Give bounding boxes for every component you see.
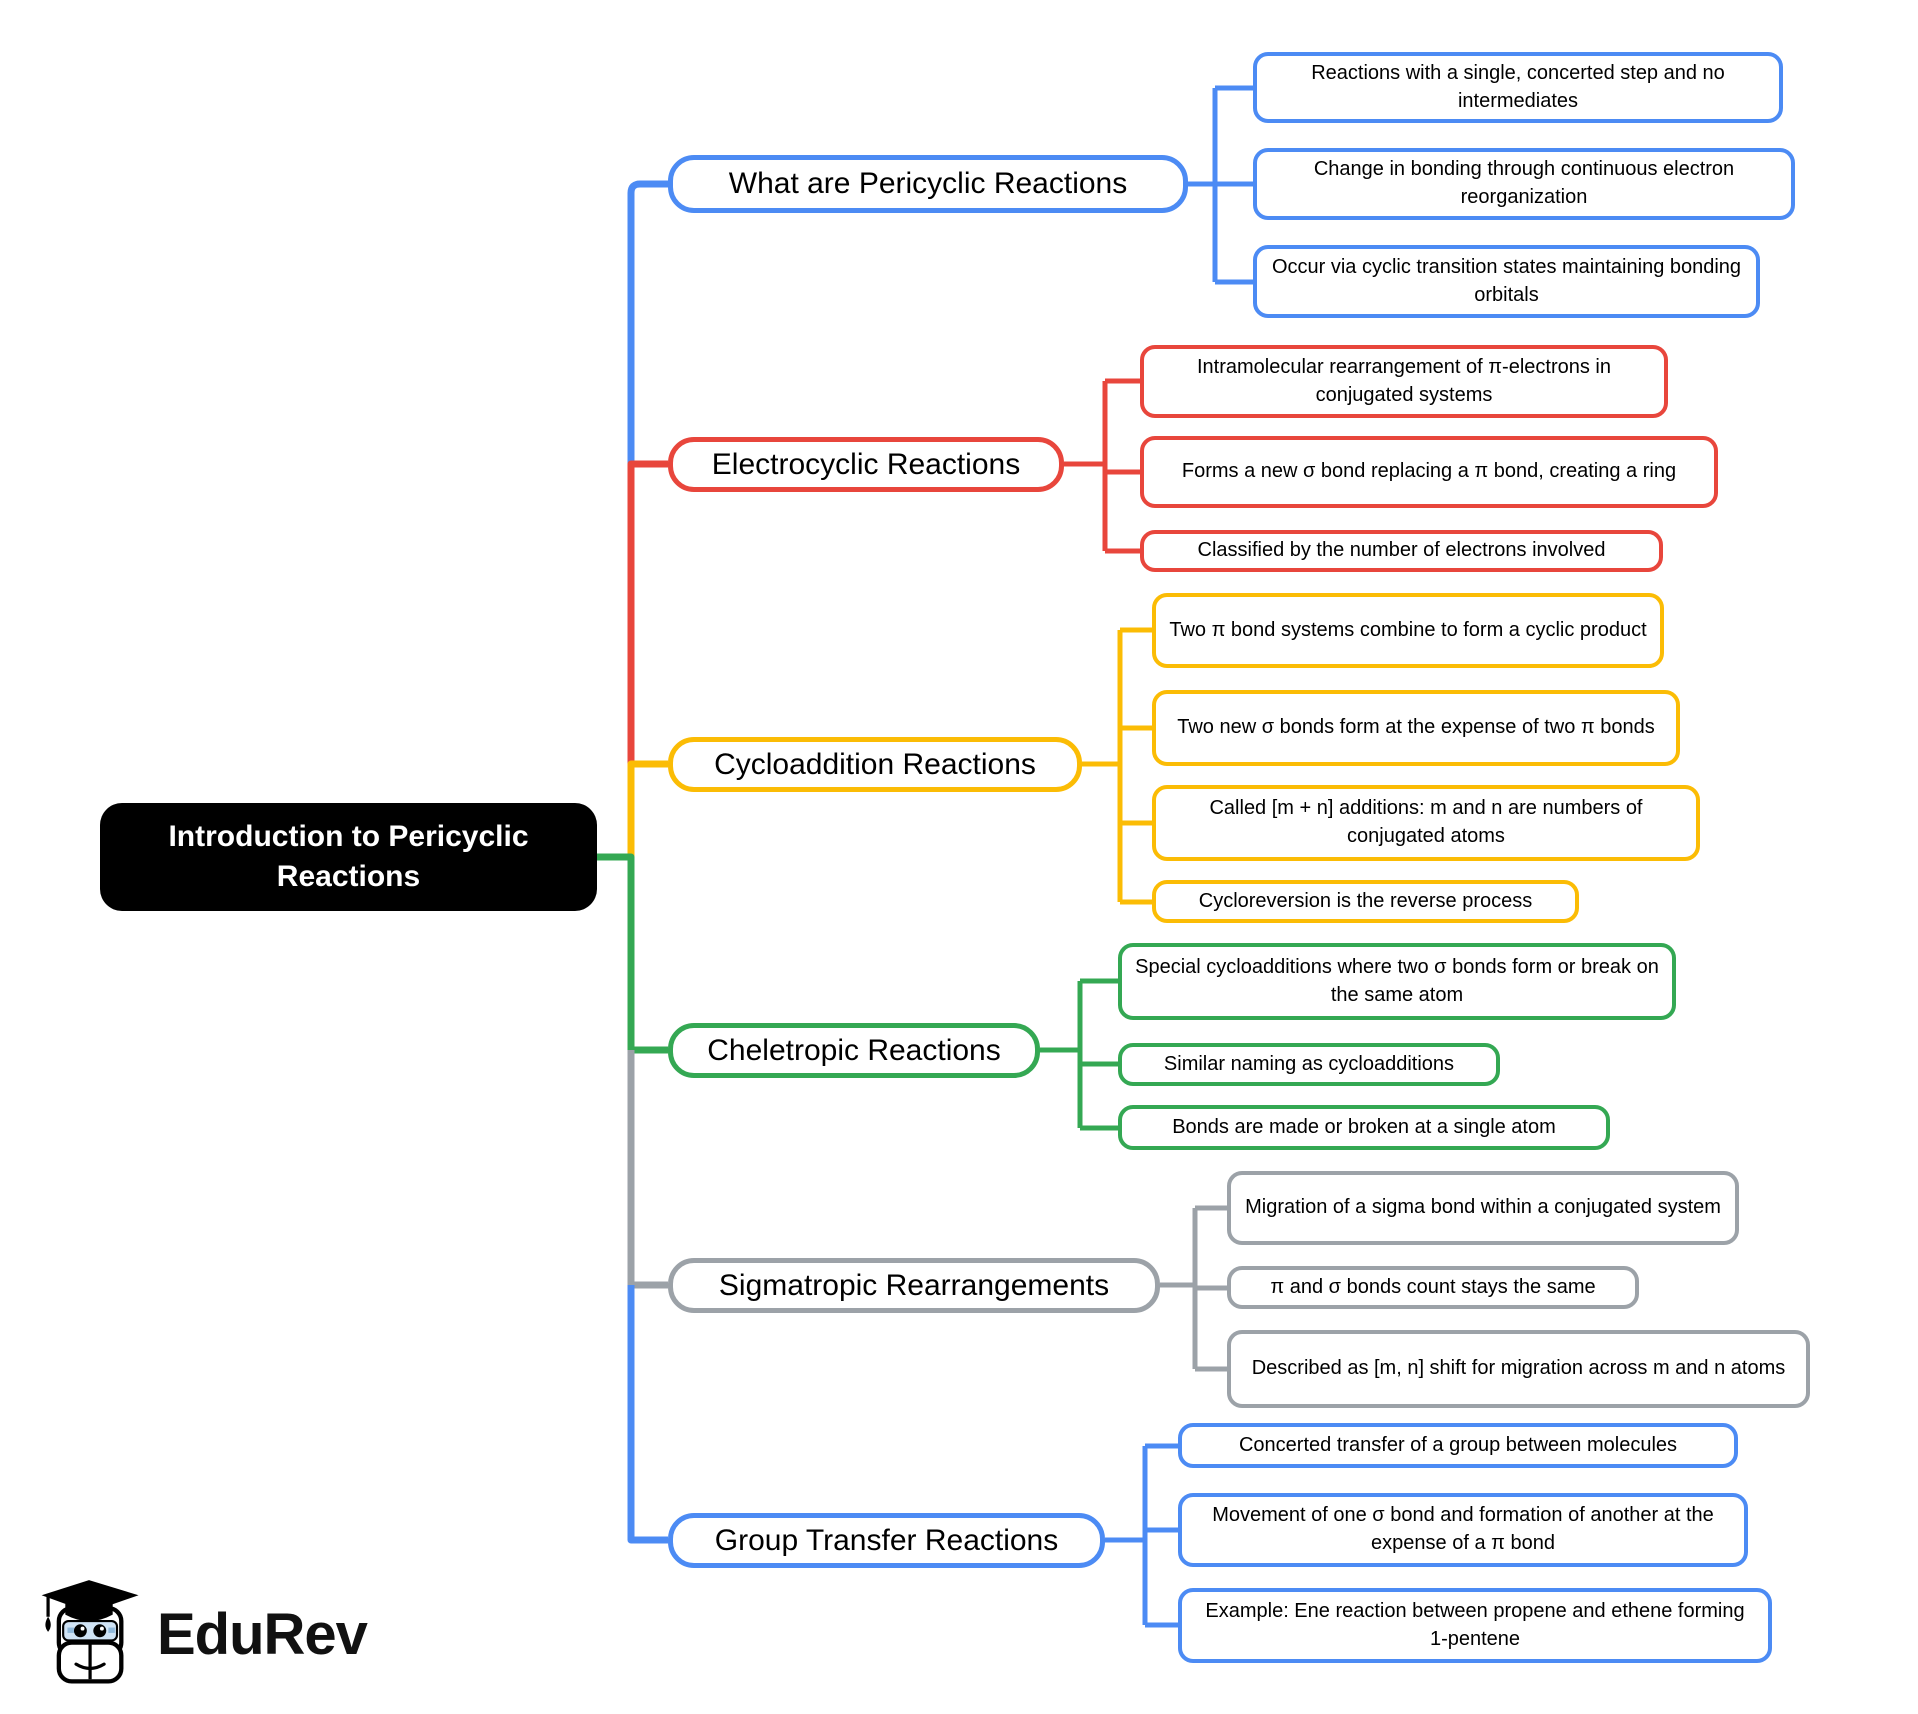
child-node: Similar naming as cycloadditions xyxy=(1118,1043,1500,1086)
child-node: Described as [m, n] shift for migration … xyxy=(1227,1330,1810,1408)
child-node: Example: Ene reaction between propene an… xyxy=(1178,1588,1772,1663)
child-node: π and σ bonds count stays the same xyxy=(1227,1266,1639,1309)
edurev-logo: EduRev xyxy=(35,1578,368,1690)
child-node: Special cycloadditions where two σ bonds… xyxy=(1118,943,1676,1020)
trunk-segment-branch-2 xyxy=(627,460,668,764)
trunk-segment-branch-4 xyxy=(597,853,668,1054)
twig-branch-6 xyxy=(1105,1443,1178,1628)
trunk-segment-branch-3 xyxy=(627,760,668,857)
branch-cycloaddition-reactions: Cycloaddition Reactions xyxy=(668,737,1082,792)
child-node: Occur via cyclic transition states maint… xyxy=(1253,245,1760,318)
twig-branch-3 xyxy=(1082,627,1152,905)
child-node: Migration of a sigma bond within a conju… xyxy=(1227,1171,1739,1245)
twig-branch-1 xyxy=(1188,85,1253,285)
twig-branch-2 xyxy=(1064,378,1140,554)
child-node: Forms a new σ bond replacing a π bond, c… xyxy=(1140,436,1718,508)
branch-cheletropic-reactions: Cheletropic Reactions xyxy=(668,1023,1040,1078)
child-node: Two π bond systems combine to form a cyc… xyxy=(1152,593,1664,668)
child-node: Two new σ bonds form at the expense of t… xyxy=(1152,690,1680,766)
edurev-logo-text: EduRev xyxy=(157,1601,368,1667)
branch-what-are-pericyclic-reactions: What are Pericyclic Reactions xyxy=(668,155,1188,213)
branch-electrocyclic-reactions: Electrocyclic Reactions xyxy=(668,437,1064,492)
edurev-mascot-icon xyxy=(41,1580,139,1684)
twig-branch-5 xyxy=(1160,1205,1227,1372)
root-node: Introduction to Pericyclic Reactions xyxy=(100,803,597,911)
child-node: Cycloreversion is the reverse process xyxy=(1152,880,1579,923)
trunk-segment-branch-1 xyxy=(627,180,668,464)
child-node: Bonds are made or broken at a single ato… xyxy=(1118,1105,1610,1150)
child-node: Concerted transfer of a group between mo… xyxy=(1178,1423,1738,1468)
trunk-segment-branch-5 xyxy=(627,1050,668,1289)
child-node: Called [m + n] additions: m and n are nu… xyxy=(1152,785,1700,861)
branch-group-transfer-reactions: Group Transfer Reactions xyxy=(668,1513,1105,1568)
child-node: Change in bonding through continuous ele… xyxy=(1253,148,1795,220)
child-node: Classified by the number of electrons in… xyxy=(1140,530,1663,572)
child-node: Intramolecular rearrangement of π-electr… xyxy=(1140,345,1668,418)
twig-branch-4 xyxy=(1040,978,1118,1131)
trunk-segment-branch-6 xyxy=(627,1285,668,1544)
child-node: Reactions with a single, concerted step … xyxy=(1253,52,1783,123)
child-node: Movement of one σ bond and formation of … xyxy=(1178,1493,1748,1567)
branch-sigmatropic-rearrangements: Sigmatropic Rearrangements xyxy=(668,1258,1160,1313)
